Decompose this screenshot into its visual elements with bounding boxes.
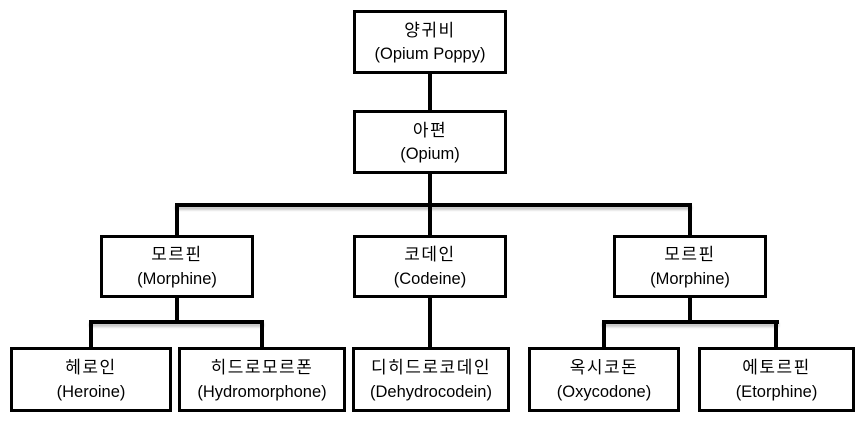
node-heroine-english-label: (Heroine)	[56, 382, 126, 401]
node-morphine-left-korean-label: 모르핀	[151, 245, 203, 265]
node-morphine-right-english-label: (Morphine)	[650, 269, 730, 288]
node-opium-korean-label: 아편	[412, 120, 448, 140]
node-opium-english-label: (Opium)	[400, 145, 460, 164]
node-hydromorphone-korean-label: 히드로모르폰	[210, 358, 314, 378]
node-oxycodone-korean-label: 옥시코돈	[569, 358, 639, 378]
connector-bus-to-hydromorphone	[260, 320, 264, 347]
connector-codeine-to-dehydrocodein	[428, 298, 432, 347]
node-morphine-left: 모르핀 (Morphine)	[100, 235, 254, 298]
node-morphine-left-english-label: (Morphine)	[137, 269, 217, 288]
connector-bus-to-heroine	[89, 320, 93, 347]
node-oxycodone-english-label: (Oxycodone)	[556, 382, 652, 401]
node-etorphine: 에토르핀 (Etorphine)	[698, 347, 855, 412]
node-opium: 아편 (Opium)	[353, 110, 507, 174]
node-dehydrocodein: 디히드로코데인 (Dehydrocodein)	[352, 347, 510, 412]
node-hydromorphone: 히드로모르폰 (Hydromorphone)	[178, 347, 346, 412]
node-oxycodone: 옥시코돈 (Oxycodone)	[528, 347, 680, 412]
node-morphine-right: 모르핀 (Morphine)	[613, 235, 767, 298]
node-dehydrocodein-korean-label: 디히드로코데인	[371, 358, 491, 378]
node-hydromorphone-english-label: (Hydromorphone)	[197, 382, 327, 401]
connector-bus-to-etorphine	[774, 320, 778, 347]
connector-bus-right-branch	[602, 320, 779, 324]
connector-bus-left-branch	[89, 320, 264, 324]
node-morphine-right-korean-label: 모르핀	[664, 245, 716, 265]
node-codeine-english-label: (Codeine)	[393, 269, 467, 288]
connector-poppy-to-opium	[428, 74, 432, 110]
connector-bus-level3	[175, 203, 692, 207]
node-etorphine-korean-label: 에토르핀	[742, 358, 811, 378]
connector-morphine-right-to-bus	[688, 298, 692, 324]
connector-bus-to-oxycodone	[602, 320, 606, 347]
node-etorphine-english-label: (Etorphine)	[735, 382, 818, 401]
connector-bus-to-morphine-left	[175, 203, 179, 235]
node-heroine: 헤로인 (Heroine)	[10, 347, 172, 412]
node-codeine-korean-label: 코데인	[404, 245, 456, 265]
node-codeine: 코데인 (Codeine)	[353, 235, 507, 298]
node-opium-poppy: 양귀비 (Opium Poppy)	[353, 10, 507, 74]
node-opium-poppy-english-label: (Opium Poppy)	[374, 45, 486, 64]
connector-bus-to-morphine-right	[688, 203, 692, 235]
node-dehydrocodein-english-label: (Dehydrocodein)	[370, 382, 492, 401]
node-heroine-korean-label: 헤로인	[65, 358, 117, 378]
connector-morphine-left-to-bus	[175, 298, 179, 324]
node-opium-poppy-korean-label: 양귀비	[404, 20, 456, 40]
